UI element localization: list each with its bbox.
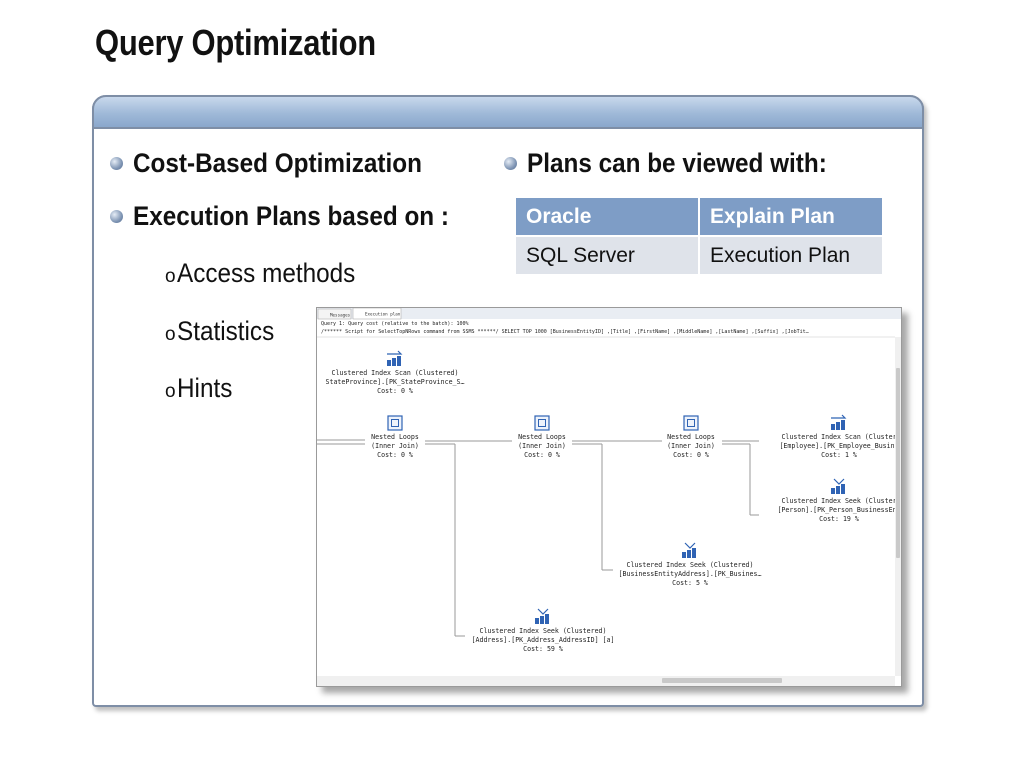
plan-operator-label: (Inner Join) [371, 442, 419, 450]
table-header-cell: Oracle [516, 198, 698, 235]
index-scan-icon [387, 350, 403, 366]
sub-bullet-text: Access methods [176, 258, 355, 288]
plan-operator-label: Cost: 1 % [821, 451, 857, 459]
table-header-row: Oracle Explain Plan [516, 198, 882, 235]
plan-operator-nested-loops-3[interactable]: Nested Loops(Inner Join)Cost: 0 % [667, 415, 715, 459]
horizontal-scrollbar-thumb[interactable] [662, 678, 782, 683]
plan-operator-label: [Employee].[PK_Employee_Busine [779, 442, 898, 450]
plan-operator-label: [BusinessEntityAddress].[PK_Busines… [619, 570, 762, 578]
index-seek-icon [831, 478, 845, 494]
execution-plan-screenshot: Messages Execution plan Query 1: Query c… [316, 307, 902, 687]
plan-operator-scan-stateprovince[interactable]: Clustered Index Scan (Clustered)StatePro… [326, 350, 465, 395]
nested-loops-icon [387, 415, 403, 431]
plan-operator-label: Cost: 0 % [524, 451, 560, 459]
nested-loops-icon [534, 415, 550, 431]
plan-operator-nested-loops-2[interactable]: Nested Loops(Inner Join)Cost: 0 % [518, 415, 566, 459]
plan-operator-label: Clustered Index Seek (Clustered) [626, 561, 753, 569]
sub-bullet-access-methods: o Access methods [165, 258, 375, 289]
plan-operator-label: Clustered Index Seek (Clustered) [479, 627, 606, 635]
index-scan-icon [831, 414, 847, 430]
bullet-text: Execution Plans based on : [133, 201, 449, 231]
plan-operator-label: Clustered Index Scan (Clustered) [331, 369, 458, 377]
vertical-scrollbar-thumb[interactable] [896, 368, 900, 558]
plan-operator-label: Nested Loops [667, 433, 715, 441]
plan-operator-label: Nested Loops [518, 433, 566, 441]
bullet-plans-viewed: Plans can be viewed with: [504, 148, 860, 179]
plan-operator-label: Cost: 0 % [377, 451, 413, 459]
panel-header-bar [92, 95, 924, 129]
sub-bullet-hints: o Hints [165, 373, 238, 404]
slide-title: Query Optimization [95, 22, 376, 63]
horizontal-scrollbar[interactable] [317, 676, 895, 686]
sub-bullet-statistics: o Statistics [165, 316, 285, 347]
index-seek-icon [535, 608, 549, 624]
plan-operator-label: [Address].[PK_Address_AddressID] [a] [472, 636, 615, 644]
bullet-execution-plans: Execution Plans based on : [110, 201, 484, 232]
table-row: SQL Server Execution Plan [516, 237, 882, 274]
sub-bullet-text: Hints [176, 373, 232, 403]
plan-operator-label: (Inner Join) [667, 442, 715, 450]
plan-operator-scan-employee[interactable]: Clustered Index Scan (Cluster[Employee].… [779, 414, 899, 459]
plan-operator-seek-person[interactable]: Clustered Index Seek (Cluster[Person].[P… [777, 478, 901, 523]
bullet-text: Plans can be viewed with: [527, 148, 827, 178]
table-cell: Execution Plan [700, 237, 882, 274]
plan-operator-label: (Inner Join) [518, 442, 566, 450]
plan-operator-seek-bea[interactable]: Clustered Index Seek (Clustered)[Busines… [619, 542, 762, 587]
tab-messages[interactable] [317, 308, 352, 320]
plan-operator-seek-address[interactable]: Clustered Index Seek (Clustered)[Address… [472, 608, 615, 653]
sub-bullet-marker: o [165, 381, 176, 402]
query-cost-line: Query 1: Query cost (relative to the bat… [321, 321, 469, 327]
sub-bullet-marker: o [165, 324, 176, 345]
plan-operator-label: Cost: 5 % [672, 579, 708, 587]
bullet-text: Cost-Based Optimization [133, 148, 422, 178]
plan-operator-label: Cost: 59 % [523, 645, 563, 653]
tab-messages-label: Messages [330, 313, 351, 318]
nested-loops-icon [683, 415, 699, 431]
plans-table: Oracle Explain Plan SQL Server Execution… [514, 196, 884, 276]
plan-operator-label: [Person].[PK_Person_BusinessEnt [777, 506, 900, 514]
plan-operator-label: Cost: 0 % [673, 451, 709, 459]
plan-operator-label: StateProvince].[PK_StateProvince_S… [326, 378, 465, 386]
tab-execution-plan[interactable] [352, 308, 402, 320]
bullet-cost-based: Cost-Based Optimization [110, 148, 454, 179]
plan-operator-label: Clustered Index Seek (Cluster [781, 497, 896, 505]
bullet-icon [504, 157, 517, 170]
sub-bullet-marker: o [165, 266, 176, 287]
bullet-icon [110, 210, 123, 223]
table-header-cell: Explain Plan [700, 198, 882, 235]
plan-connectors [317, 439, 759, 637]
plan-operator-nested-loops-1[interactable]: Nested Loops(Inner Join)Cost: 0 % [371, 415, 419, 459]
table-cell: SQL Server [516, 237, 698, 274]
sub-bullet-text: Statistics [176, 316, 274, 346]
tab-execution-plan-label: Execution plan [365, 312, 401, 317]
plan-operator-label: Nested Loops [371, 433, 419, 441]
execution-plan-canvas: Messages Execution plan Query 1: Query c… [317, 308, 901, 686]
plan-operator-label: Cost: 0 % [377, 387, 413, 395]
index-seek-icon [682, 542, 696, 558]
plan-operator-label: Clustered Index Scan (Cluster [781, 433, 896, 441]
query-script-line: /****** Script for SelectTopNRows comman… [321, 329, 809, 335]
plan-operator-label: Cost: 19 % [819, 515, 859, 523]
bullet-icon [110, 157, 123, 170]
